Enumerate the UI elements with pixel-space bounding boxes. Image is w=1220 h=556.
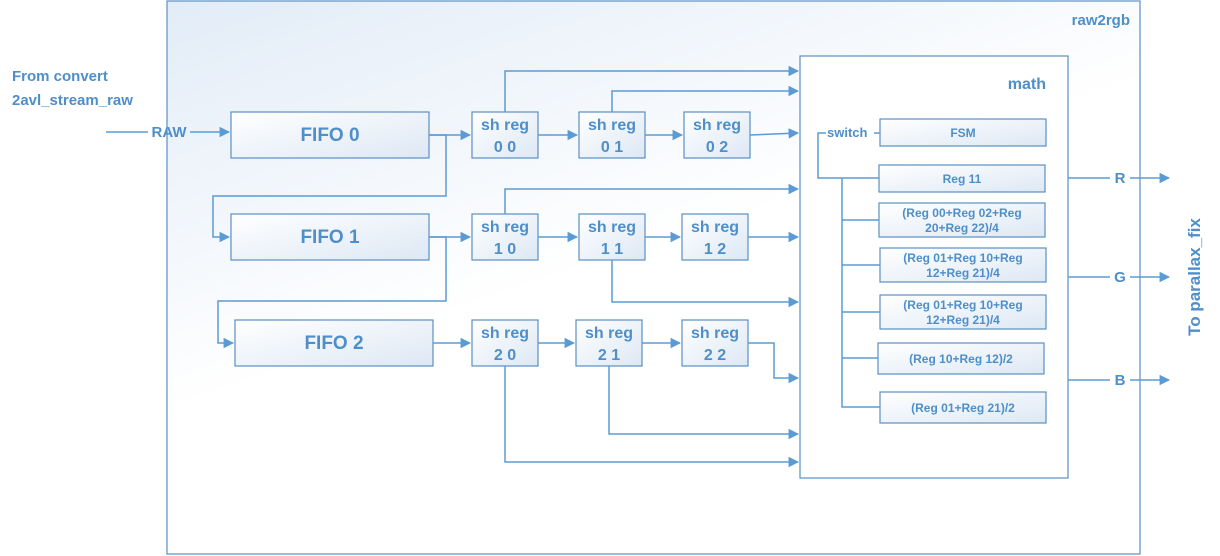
fifo-0: FIFO 0 bbox=[230, 111, 430, 159]
math-formula-block-3: (Reg 01+Reg 10+Reg 12+Reg 21)/4 bbox=[879, 294, 1047, 330]
math-formula-3-line-1: (Reg 01+Reg 10+Reg bbox=[903, 298, 1022, 312]
fifo-1: FIFO 1 bbox=[230, 213, 430, 261]
math-formula-block-4: (Reg 10+Reg 12)/2 bbox=[877, 342, 1045, 375]
sh-reg-02-bottom: 0 2 bbox=[706, 139, 728, 156]
sh-reg-20-bottom: 2 0 bbox=[494, 347, 516, 364]
math-formula-2-line-1: (Reg 01+Reg 10+Reg bbox=[903, 251, 1022, 265]
sh-reg-20: sh reg 2 0 bbox=[471, 319, 539, 367]
math-reg11-label: Reg 11 bbox=[943, 172, 982, 186]
math-formula-3-line-2: 12+Reg 21)/4 bbox=[926, 313, 1000, 327]
sh-reg-00-top: sh reg bbox=[481, 117, 529, 134]
math-formula-4-label: (Reg 10+Reg 12)/2 bbox=[909, 352, 1013, 366]
sh-reg-02: sh reg 0 2 bbox=[683, 111, 751, 159]
sh-reg-01: sh reg 0 1 bbox=[578, 111, 646, 159]
fifo-1-label: FIFO 1 bbox=[300, 227, 360, 248]
fifo-2-label: FIFO 2 bbox=[304, 333, 363, 354]
sh-reg-11-bottom: 1 1 bbox=[601, 241, 623, 258]
math-fsm-label: FSM bbox=[950, 126, 975, 140]
math-fsm-block: FSM bbox=[879, 118, 1047, 147]
math-title: math bbox=[1008, 76, 1046, 93]
math-formula-1-line-1: (Reg 00+Reg 02+Reg bbox=[902, 206, 1021, 220]
sh-reg-22-top: sh reg bbox=[691, 325, 739, 342]
math-reg11-block: Reg 11 bbox=[878, 164, 1046, 193]
sh-reg-10: sh reg 1 0 bbox=[471, 213, 539, 261]
sh-reg-21: sh reg 2 1 bbox=[575, 319, 643, 367]
math-formula-block-1: (Reg 00+Reg 02+Reg 20+Reg 22)/4 bbox=[878, 202, 1046, 238]
sh-reg-22-bottom: 2 2 bbox=[704, 347, 726, 364]
sh-reg-11: sh reg 1 1 bbox=[578, 213, 646, 261]
fifo-0-label: FIFO 0 bbox=[300, 125, 359, 146]
sh-reg-11-top: sh reg bbox=[588, 219, 636, 236]
sh-reg-10-bottom: 1 0 bbox=[494, 241, 516, 258]
switch-bus bbox=[817, 132, 880, 408]
math-formula-5-label: (Reg 01+Reg 21)/2 bbox=[911, 401, 1015, 415]
sh-reg-12: sh reg 1 2 bbox=[681, 213, 749, 261]
output-g-label: G bbox=[1114, 269, 1126, 286]
sh-reg-21-bottom: 2 1 bbox=[598, 347, 620, 364]
math-formula-block-5: (Reg 01+Reg 21)/2 bbox=[879, 391, 1047, 424]
fifo-2: FIFO 2 bbox=[234, 319, 434, 367]
data-path-wires bbox=[212, 65, 1171, 468]
math-formula-1-line-2: 20+Reg 22)/4 bbox=[925, 221, 999, 235]
sh-reg-10-top: sh reg bbox=[481, 219, 529, 236]
sh-reg-21-top: sh reg bbox=[585, 325, 633, 342]
sh-reg-12-top: sh reg bbox=[691, 219, 739, 236]
raw-input-label: RAW bbox=[152, 124, 188, 141]
output-b-label: B bbox=[1115, 372, 1126, 389]
input-source-line-1: From convert bbox=[12, 68, 108, 85]
switch-label: switch bbox=[827, 125, 868, 140]
raw2rgb-title: raw2rgb bbox=[1072, 12, 1130, 29]
sh-reg-00: sh reg 0 0 bbox=[471, 111, 539, 159]
output-destination-label: To parallax_fix bbox=[1185, 218, 1204, 336]
sh-reg-20-top: sh reg bbox=[481, 325, 529, 342]
sh-reg-22: sh reg 2 2 bbox=[681, 319, 749, 367]
math-formula-block-2: (Reg 01+Reg 10+Reg 12+Reg 21)/4 bbox=[879, 247, 1047, 283]
output-r-label: R bbox=[1115, 170, 1126, 187]
sh-reg-12-bottom: 1 2 bbox=[704, 241, 726, 258]
sh-reg-01-top: sh reg bbox=[588, 117, 636, 134]
sh-reg-02-top: sh reg bbox=[693, 117, 741, 134]
sh-reg-00-bottom: 0 0 bbox=[494, 139, 516, 156]
math-formula-2-line-2: 12+Reg 21)/4 bbox=[926, 266, 1000, 280]
input-source-line-2: 2avl_stream_raw bbox=[12, 92, 133, 109]
sh-reg-01-bottom: 0 1 bbox=[601, 139, 623, 156]
